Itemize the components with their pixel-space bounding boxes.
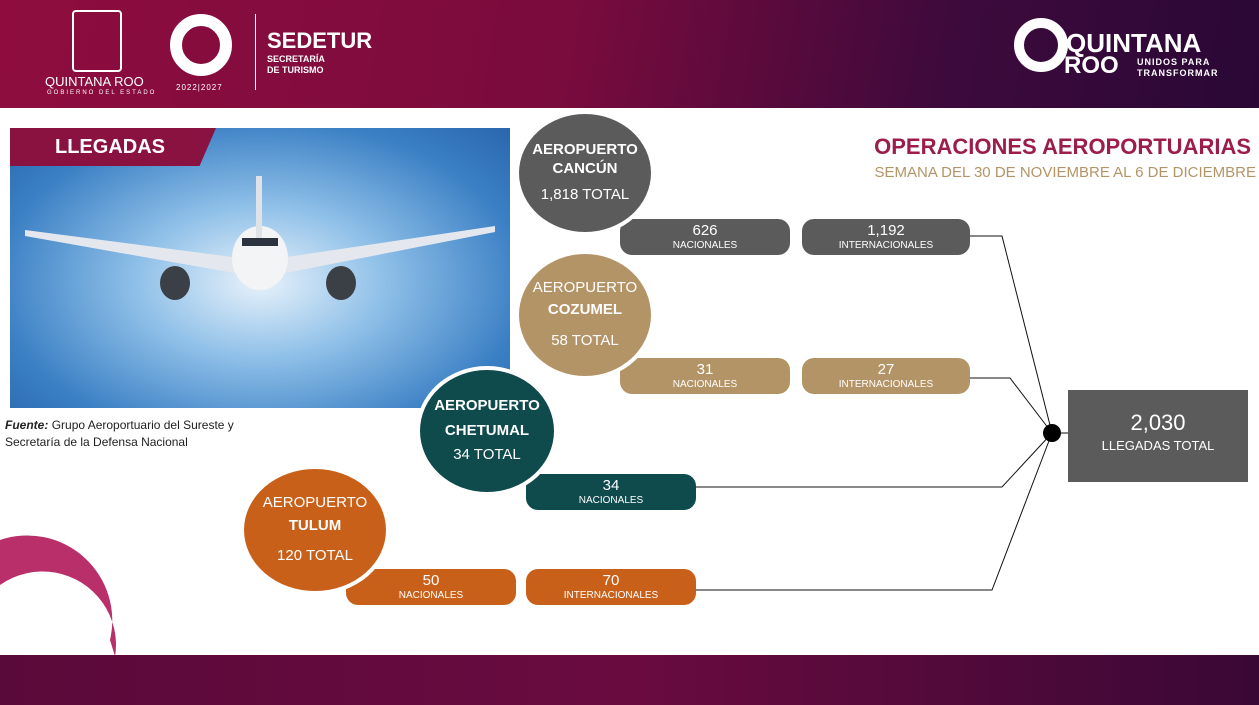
source-note: Fuente: Grupo Aeroportuario del Sureste … (5, 417, 305, 451)
value: 50 (422, 572, 440, 590)
label: INTERNACIONALES (838, 378, 934, 390)
airplane-photo (10, 128, 510, 408)
value: 626 (692, 222, 718, 240)
state-name: QUINTANA ROO (45, 74, 144, 89)
divider (255, 14, 256, 90)
header-bar: QUINTANA ROO GOBIERNO DEL ESTADO 2022|20… (0, 0, 1259, 108)
airport-total: 120 TOTAL (277, 547, 353, 565)
tulum-circle: AEROPUERTO TULUM 120 TOTAL (240, 465, 390, 595)
slogan2: TRANSFORMAR (1137, 68, 1219, 78)
page-subtitle: SEMANA DEL 30 DE NOVIEMBRE AL 6 DE DICIE… (874, 164, 1256, 181)
page-title: OPERACIONES AEROPORTUARIAS (874, 134, 1251, 159)
airport-line1: AEROPUERTO (532, 140, 638, 158)
airport-name: COZUMEL (547, 301, 623, 319)
agency-sub2: DE TURISMO (267, 65, 324, 75)
airport-total: 1,818 TOTAL (540, 186, 630, 204)
label: INTERNACIONALES (838, 239, 934, 251)
label: NACIONALES (398, 589, 464, 601)
airport-total: 58 TOTAL (551, 331, 619, 349)
brand-line2: ROO (1064, 52, 1119, 79)
source-label: Fuente: (5, 418, 49, 432)
slogan1: UNIDOS PARA (1137, 57, 1211, 67)
state-sub: GOBIERNO DEL ESTADO (47, 90, 157, 96)
footer-bar (0, 655, 1259, 705)
total-label: LLEGADAS TOTAL (1101, 438, 1215, 453)
chetumal-circle: AEROPUERTO CHETUMAL 34 TOTAL (416, 366, 558, 496)
label: NACIONALES (578, 494, 644, 506)
airport-name: CANCÚN (552, 159, 618, 177)
airport-total: 34 TOTAL (453, 446, 521, 464)
airport-line1: AEROPUERTO (262, 493, 368, 511)
label: NACIONALES (672, 378, 738, 390)
state-crest-icon (72, 10, 122, 72)
value: 1,192 (867, 222, 905, 240)
total-value: 2,030 (1130, 410, 1186, 435)
cancun-circle: AEROPUERTO CANCÚN 1,818 TOTAL (515, 110, 655, 236)
llegadas-banner-label: LLEGADAS (55, 136, 165, 158)
source-text: Grupo Aeroportuario del Sureste y (51, 418, 234, 432)
airport-line1: AEROPUERTO (532, 279, 638, 297)
junction-dot (1043, 424, 1061, 442)
airport-name: TULUM (288, 516, 342, 534)
airplane-icon (25, 176, 495, 300)
label: NACIONALES (672, 239, 738, 251)
label: INTERNACIONALES (563, 589, 659, 601)
value: 31 (696, 361, 714, 379)
qroo-logo-icon (1014, 18, 1068, 72)
value: 70 (602, 572, 620, 590)
period-label: 2022|2027 (176, 83, 223, 92)
decorative-q-icon (0, 535, 130, 705)
source-text2: Secretaría de la Defensa Nacional (5, 435, 188, 449)
agency-name: SEDETUR (267, 28, 373, 53)
value: 27 (877, 361, 895, 379)
llegadas-banner (10, 128, 216, 166)
value: 34 (602, 477, 620, 495)
brand-line1: QUINTANA (1066, 28, 1202, 58)
agency-sub1: SECRETARÍA (267, 54, 325, 64)
cozumel-circle: AEROPUERTO COZUMEL 58 TOTAL (515, 250, 655, 380)
airport-name: CHETUMAL (444, 421, 530, 439)
total-box: 2,030 LLEGADAS TOTAL (1068, 390, 1248, 482)
airport-line1: AEROPUERTO (434, 396, 540, 414)
